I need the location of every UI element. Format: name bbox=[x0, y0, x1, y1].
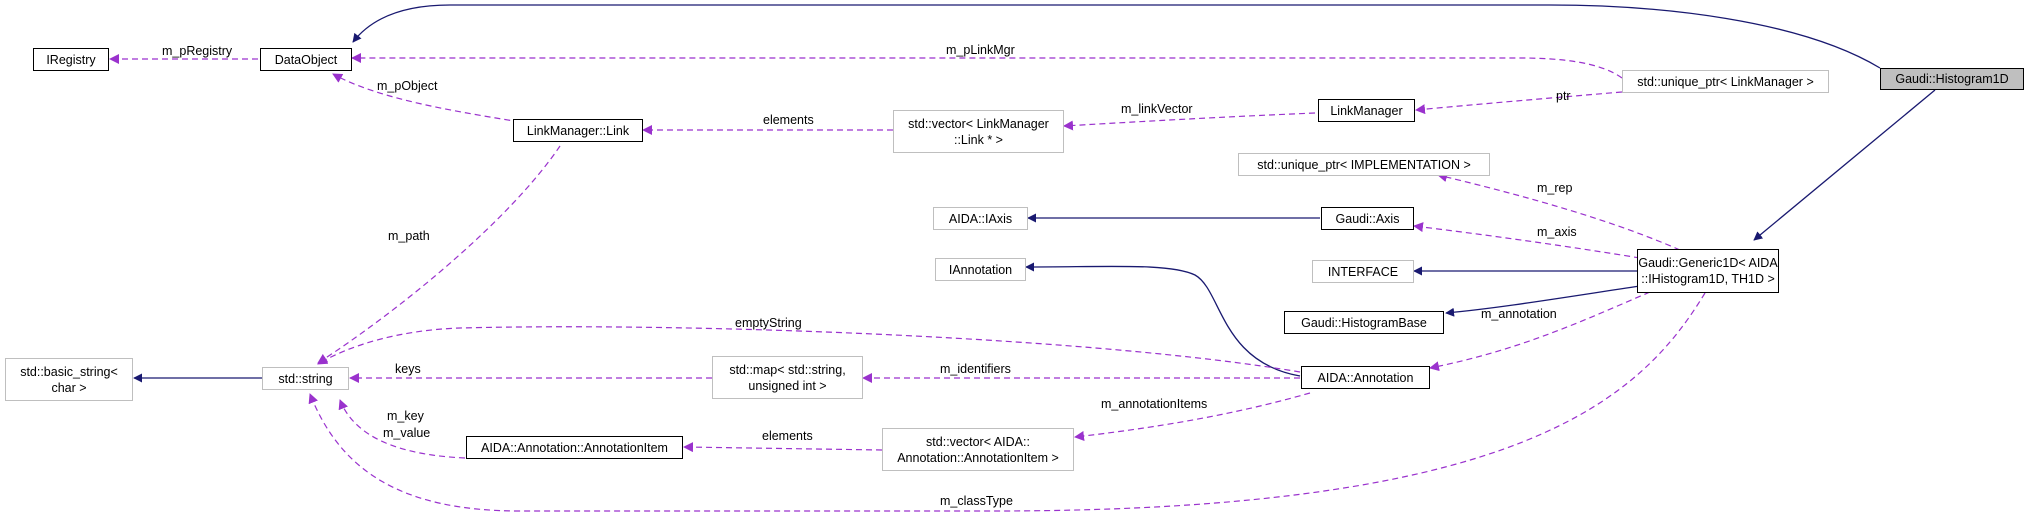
node-annotation-item[interactable]: AIDA::Annotation::AnnotationItem bbox=[466, 436, 683, 459]
node-label-line: unsigned int > bbox=[748, 378, 827, 393]
node-label: Gaudi::Axis bbox=[1335, 211, 1400, 226]
node-label-line: ::IHistogram1D, TH1D > bbox=[1641, 272, 1775, 286]
edge-annotationitem-to-string bbox=[338, 399, 466, 459]
node-label: std::unique_ptr< IMPLEMENTATION > bbox=[1257, 157, 1471, 172]
node-label: IAnnotation bbox=[948, 262, 1013, 277]
label-elements-items: elements bbox=[762, 429, 813, 443]
node-gaudi-histogram1d[interactable]: Gaudi::Histogram1D bbox=[1880, 68, 2024, 90]
label-m-annotation: m_annotation bbox=[1481, 307, 1557, 321]
node-label: LinkManager::Link bbox=[526, 123, 630, 138]
node-vector-annotation-item[interactable]: std::vector< AIDA:: Annotation::Annotati… bbox=[882, 428, 1074, 471]
node-label: AIDA::IAxis bbox=[948, 211, 1013, 226]
node-label: LinkManager bbox=[1330, 103, 1403, 118]
node-label: Gaudi::Histogram1D bbox=[1895, 72, 2009, 86]
edge-vectoritem-to-annotationitem bbox=[683, 442, 883, 453]
edge-generic1d-to-string-classtype bbox=[308, 292, 1706, 512]
label-m-pregistry: m_pRegistry bbox=[162, 44, 233, 58]
node-label: std::vector< LinkManager ::Link * > bbox=[908, 116, 1049, 148]
node-label: AIDA::Annotation bbox=[1317, 370, 1414, 385]
edge-link-to-dataobject bbox=[332, 73, 521, 123]
node-label-line: Annotation::AnnotationItem > bbox=[897, 450, 1059, 465]
node-vector-link[interactable]: std::vector< LinkManager ::Link * > bbox=[893, 110, 1064, 153]
label-m-key: m_key bbox=[387, 409, 425, 423]
label-m-pobject: m_pObject bbox=[377, 79, 438, 93]
node-basic-string[interactable]: std::basic_string< char > bbox=[5, 358, 133, 401]
edge-histogram1d-to-generic1d bbox=[1753, 89, 1936, 241]
node-label-line: std::vector< LinkManager bbox=[908, 116, 1049, 131]
node-gaudi-generic1d[interactable]: Gaudi::Generic1D< AIDA ::IHistogram1D, T… bbox=[1637, 249, 1779, 293]
label-m-axis: m_axis bbox=[1537, 225, 1577, 239]
node-gaudi-histogrambase[interactable]: Gaudi::HistogramBase bbox=[1284, 311, 1444, 334]
edge-annotation-to-string-emptystring bbox=[317, 326, 1301, 373]
node-dataobject[interactable]: DataObject bbox=[260, 48, 352, 71]
node-label-line: std::map< std::string, bbox=[729, 362, 846, 377]
node-label: DataObject bbox=[274, 52, 338, 67]
node-label: std::vector< AIDA:: Annotation::Annotati… bbox=[897, 434, 1059, 466]
node-label-line: std::vector< AIDA:: bbox=[926, 434, 1030, 449]
node-std-string[interactable]: std::string bbox=[262, 367, 349, 390]
node-label: std::unique_ptr< LinkManager > bbox=[1637, 74, 1814, 89]
node-linkmanager-link[interactable]: LinkManager::Link bbox=[513, 119, 643, 142]
label-m-path: m_path bbox=[388, 229, 430, 243]
label-keys: keys bbox=[395, 362, 421, 376]
node-label: Gaudi::HistogramBase bbox=[1301, 315, 1427, 330]
label-m-identifiers: m_identifiers bbox=[940, 362, 1011, 376]
edge-generic1d-to-uniqueimpl bbox=[1437, 172, 1681, 251]
node-label: std::map< std::string, unsigned int > bbox=[729, 362, 845, 394]
node-iregistry[interactable]: IRegistry bbox=[33, 48, 109, 71]
node-label-line: ::Link * > bbox=[953, 132, 1003, 147]
node-aida-annotation[interactable]: AIDA::Annotation bbox=[1301, 366, 1430, 389]
edge-generic1d-to-gaudiaxis bbox=[1413, 222, 1641, 259]
edge-link-to-string bbox=[317, 145, 561, 364]
node-interface[interactable]: INTERFACE bbox=[1312, 260, 1414, 283]
node-label: std::string bbox=[278, 371, 333, 386]
node-label-line: Gaudi::Generic1D< AIDA bbox=[1638, 256, 1778, 270]
edge-annotation-to-iannotation bbox=[1025, 262, 1301, 377]
edge-uniqueptr-to-dataobject bbox=[351, 53, 1623, 79]
node-label-line: char > bbox=[51, 380, 87, 395]
edge-annotation-to-vectoritem bbox=[1074, 392, 1311, 441]
node-aida-iaxis[interactable]: AIDA::IAxis bbox=[933, 207, 1028, 230]
label-m-rep: m_rep bbox=[1537, 181, 1572, 195]
label-m-value: m_value bbox=[383, 426, 430, 440]
label-m-classtype: m_classType bbox=[940, 494, 1013, 508]
label-m-plinkmgr: m_pLinkMgr bbox=[946, 43, 1015, 57]
node-label-line: std::basic_string< bbox=[20, 364, 118, 379]
label-m-linkvector: m_linkVector bbox=[1121, 102, 1193, 116]
label-elements-links: elements bbox=[763, 113, 814, 127]
label-emptystring: emptyString bbox=[735, 316, 802, 330]
node-iannotation[interactable]: IAnnotation bbox=[935, 258, 1026, 281]
node-unique-ptr-implementation[interactable]: std::unique_ptr< IMPLEMENTATION > bbox=[1238, 153, 1490, 176]
node-linkmanager[interactable]: LinkManager bbox=[1318, 99, 1415, 122]
edge-generic1d-to-annotation bbox=[1429, 291, 1651, 372]
node-label: IRegistry bbox=[46, 52, 96, 67]
node-unique-ptr-linkmanager[interactable]: std::unique_ptr< LinkManager > bbox=[1622, 70, 1829, 93]
edge-linkmanager-to-vectorlink bbox=[1063, 112, 1316, 131]
node-label: Gaudi::Generic1D< AIDA ::IHistogram1D, T… bbox=[1638, 255, 1777, 287]
label-m-annotationitems: m_annotationItems bbox=[1101, 397, 1207, 411]
node-label: std::basic_string< char > bbox=[20, 364, 118, 396]
edge-uniqueptr-to-linkmanager bbox=[1415, 91, 1623, 115]
node-gaudi-axis[interactable]: Gaudi::Axis bbox=[1321, 207, 1414, 230]
node-label: AIDA::Annotation::AnnotationItem bbox=[481, 440, 668, 455]
node-map-string[interactable]: std::map< std::string, unsigned int > bbox=[712, 356, 863, 399]
label-ptr: ptr bbox=[1556, 89, 1571, 103]
node-label: INTERFACE bbox=[1327, 264, 1399, 279]
edge-histogram1d-to-dataobject bbox=[352, 4, 1881, 69]
edge-generic1d-to-histogrambase bbox=[1445, 285, 1641, 317]
